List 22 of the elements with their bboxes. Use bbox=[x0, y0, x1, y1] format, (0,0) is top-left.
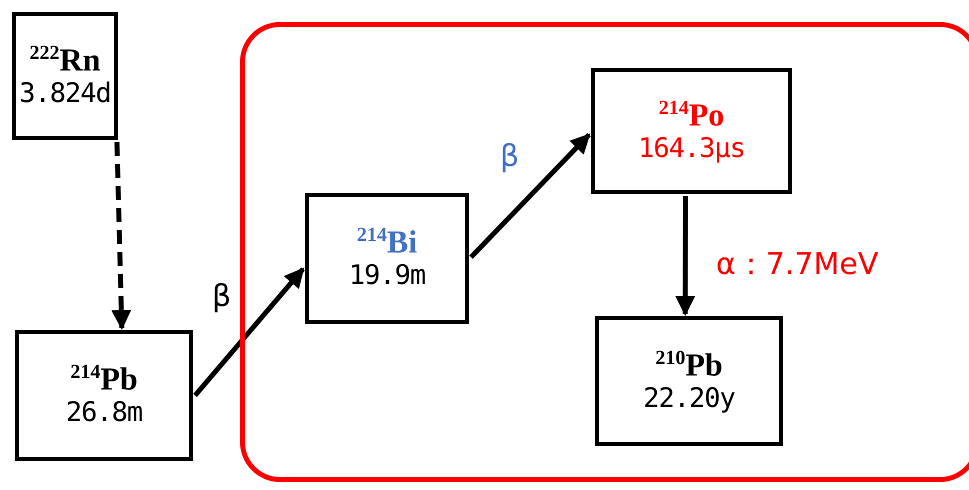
arrow bbox=[469, 133, 591, 259]
nuclide-symbol: $^{210}$Pb bbox=[655, 346, 723, 383]
nuclide-symbol: $^{214}$Po bbox=[658, 96, 724, 133]
nuclide-box bbox=[595, 316, 783, 446]
arrow bbox=[193, 267, 305, 398]
nuclide-box bbox=[15, 330, 193, 461]
region-frame bbox=[240, 22, 969, 482]
nuclide-box bbox=[305, 193, 469, 324]
nuclide-box bbox=[591, 68, 792, 194]
arrow bbox=[111, 142, 132, 330]
nuclide-box bbox=[12, 12, 118, 140]
edge-label: β bbox=[212, 282, 232, 312]
half-life: 164.3μs bbox=[638, 132, 745, 166]
arrow bbox=[675, 196, 696, 316]
half-life: 26.8m bbox=[66, 397, 142, 430]
edge-label: β bbox=[500, 142, 520, 172]
half-life: 19.9m bbox=[348, 260, 426, 293]
nuclide-symbol: $^{214}$Bi bbox=[356, 224, 418, 260]
nuclide-symbol: $^{214}$Pb bbox=[70, 361, 138, 398]
nuclide-symbol: $^{222}$Rn bbox=[30, 42, 100, 78]
half-life: 22.20y bbox=[643, 382, 735, 416]
half-life: 3.824d bbox=[19, 78, 111, 110]
